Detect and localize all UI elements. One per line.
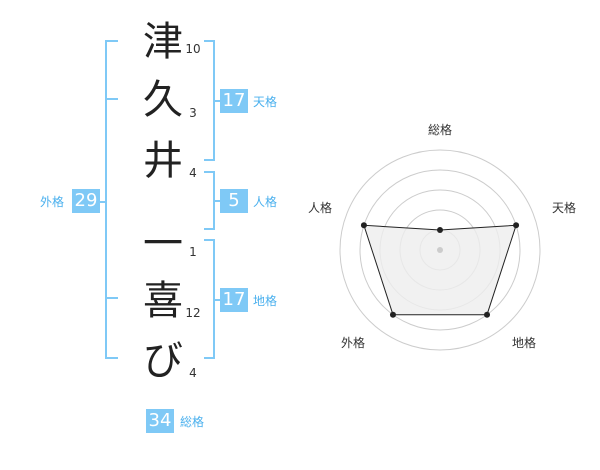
tenkaku-value-badge: 17 bbox=[220, 89, 248, 113]
name-char-1: 津 bbox=[143, 19, 183, 65]
radar-point bbox=[360, 222, 367, 229]
fortune-radar-chart: 総格 天格 地格 外格 人格 bbox=[308, 122, 576, 351]
radar-axis-label-jinkaku: 人格 bbox=[308, 200, 332, 215]
stroke-count-3: 4 bbox=[189, 166, 197, 180]
name-char-2: 久 bbox=[143, 77, 183, 123]
name-char-4: 一 bbox=[143, 221, 183, 267]
radar-point bbox=[484, 311, 491, 318]
radar-area bbox=[363, 224, 517, 316]
gaikaku-bracket bbox=[105, 40, 118, 359]
radar-point bbox=[513, 222, 520, 229]
radar-point bbox=[437, 227, 443, 233]
radar-points bbox=[360, 222, 520, 318]
soukaku-label: 総格 bbox=[180, 415, 205, 429]
chikaku-value-badge: 17 bbox=[220, 288, 248, 312]
radar-axis-label-tenkaku: 天格 bbox=[552, 200, 576, 215]
fortune-brackets bbox=[88, 40, 220, 359]
name-char-3: 井 bbox=[143, 138, 183, 184]
stroke-count-4: 1 bbox=[189, 245, 197, 259]
tenkaku-bracket bbox=[204, 40, 215, 161]
radar-grid-ring bbox=[339, 149, 541, 351]
radar-axis-label-chikaku: 地格 bbox=[512, 335, 536, 350]
stroke-count-1: 10 bbox=[185, 42, 201, 56]
chikaku-label: 地格 bbox=[253, 294, 278, 308]
soukaku-value-badge: 34 bbox=[146, 409, 174, 433]
jinkaku-label: 人格 bbox=[253, 195, 278, 209]
radar-grid-ring bbox=[359, 169, 521, 331]
name-char-6: び bbox=[143, 338, 183, 384]
radar-axis-label-soukaku: 総格 bbox=[428, 122, 452, 137]
stroke-count-5: 12 bbox=[185, 306, 201, 320]
stroke-count-2: 3 bbox=[189, 106, 197, 120]
tenkaku-label: 天格 bbox=[253, 95, 278, 109]
radar-center-dot bbox=[437, 247, 443, 253]
radar-point bbox=[389, 311, 396, 318]
radar-axis-label-gaikaku: 外格 bbox=[341, 335, 365, 350]
name-column: 津 10 久 3 井 4 一 1 喜 12 び 4 bbox=[143, 19, 201, 384]
chikaku-bracket bbox=[204, 239, 215, 359]
stroke-count-6: 4 bbox=[189, 366, 197, 380]
gaikaku-label: 外格 bbox=[40, 195, 65, 209]
gaikaku-value-badge: 29 bbox=[72, 189, 100, 213]
jinkaku-bracket bbox=[204, 171, 215, 230]
name-char-5: 喜 bbox=[143, 278, 183, 324]
jinkaku-value-badge: 5 bbox=[220, 189, 248, 213]
